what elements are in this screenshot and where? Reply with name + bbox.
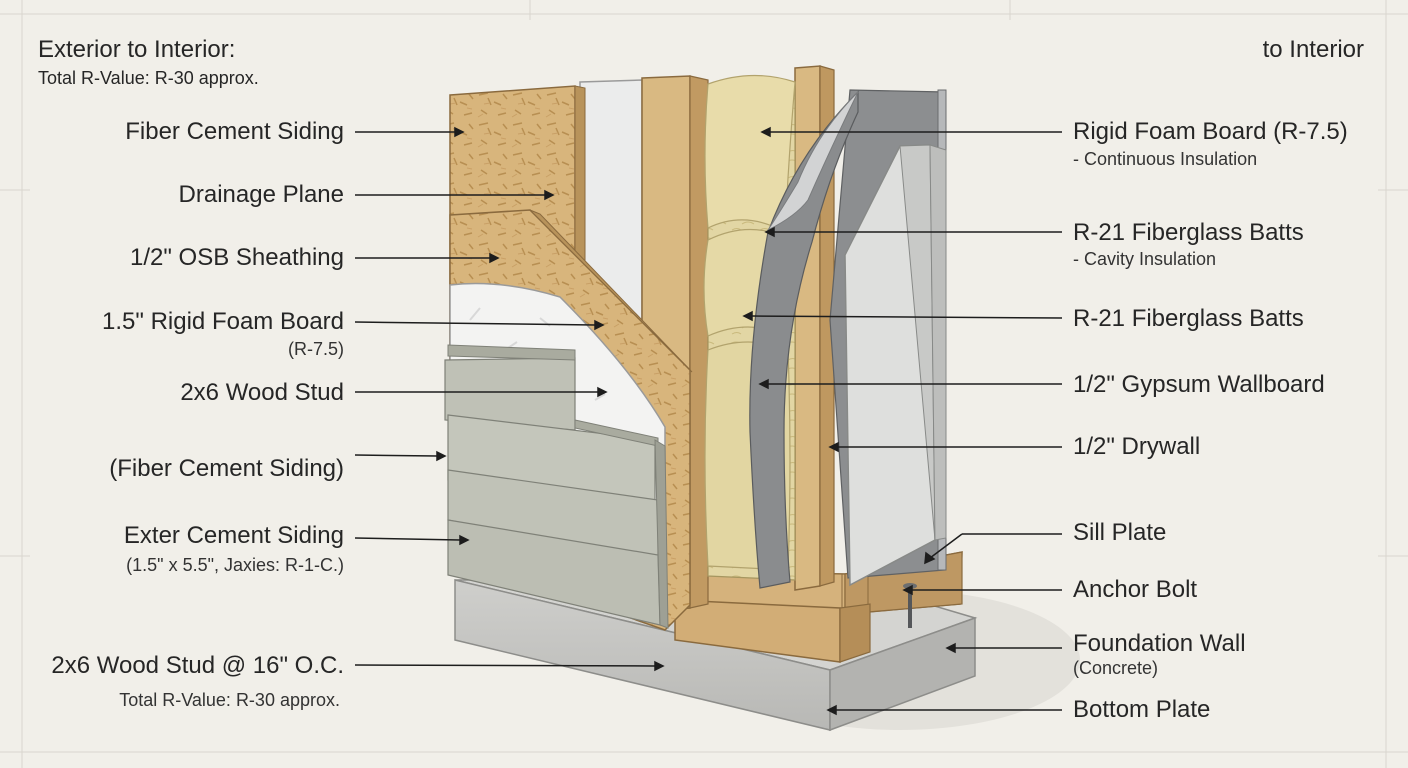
- label-fiber-cement-siding: Fiber Cement Siding: [125, 118, 344, 145]
- label-right-fiberglass-batts-2: R-21 Fiberglass Batts: [1073, 305, 1304, 332]
- label-rigid-foam-board-rvalue: (R-7.5): [287, 339, 344, 359]
- label-wood-stud-spacing: 2x6 Wood Stud @ 16" O.C.: [51, 652, 344, 679]
- fiber-cement-siding: [444, 344, 669, 629]
- label-total-r-value: Total R-Value: R-30 approx.: [119, 690, 340, 710]
- label-right-drywall: 1/2" Drywall: [1073, 433, 1201, 460]
- label-exter-cement-siding-detail: (1.5" x 5.5", Jaxies: R-1-C.): [126, 555, 344, 575]
- label-right-bottom-plate: Bottom Plate: [1073, 696, 1211, 723]
- header-title: Exterior to Interior:: [38, 36, 236, 63]
- label-right-rigid-foam: Rigid Foam Board (R-7.5): [1073, 118, 1348, 145]
- leader-lines: [354, 126, 1063, 716]
- label-right-cavity-insulation: - Cavity Insulation: [1073, 249, 1217, 269]
- label-fiber-cement-siding-alt: (Fiber Cement Siding): [109, 455, 344, 482]
- label-right-concrete: (Concrete): [1073, 658, 1159, 678]
- label-right-foundation-wall: Foundation Wall: [1073, 630, 1246, 657]
- label-right-fiberglass-batts: R-21 Fiberglass Batts: [1073, 219, 1304, 246]
- label-right-continuous-insulation: - Continuous Insulation: [1073, 149, 1258, 169]
- label-exter-cement-siding: Exter Cement Siding: [123, 522, 344, 549]
- label-rigid-foam-board: 1.5" Rigid Foam Board: [102, 308, 344, 335]
- drywall-panel: [844, 144, 947, 587]
- label-osb-sheathing: 1/2" OSB Sheathing: [130, 244, 344, 271]
- label-right-sill-plate: Sill Plate: [1073, 519, 1167, 546]
- bottom-plate: [674, 599, 871, 663]
- label-drainage-plane: Drainage Plane: [178, 181, 344, 208]
- label-wood-stud: 2x6 Wood Stud: [180, 379, 344, 406]
- label-right-gypsum-wallboard: 1/2" Gypsum Wallboard: [1073, 371, 1325, 398]
- header-subtitle: Total R-Value: R-30 approx.: [38, 68, 259, 88]
- header-right-title: to Interior: [1262, 36, 1364, 63]
- label-right-anchor-bolt: Anchor Bolt: [1073, 576, 1198, 603]
